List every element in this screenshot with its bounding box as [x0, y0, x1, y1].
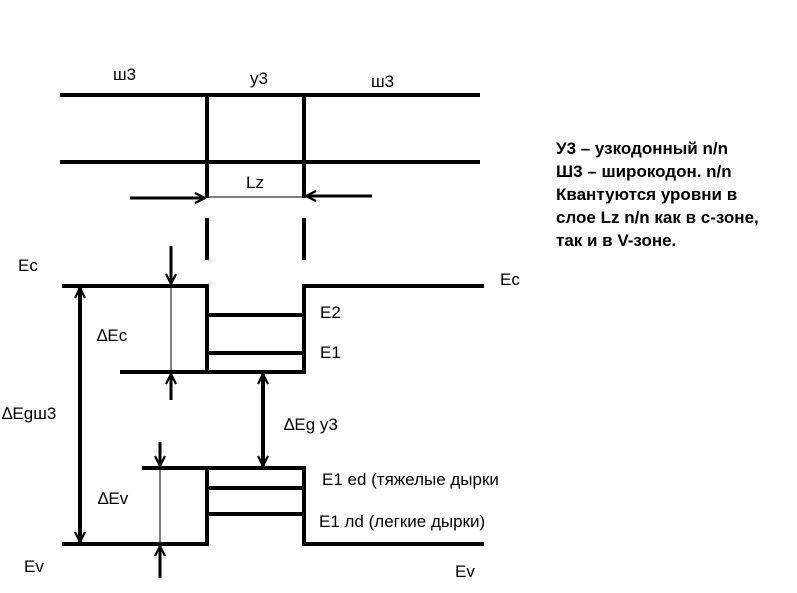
label-right-wide: ш3	[371, 72, 394, 91]
legend-line: Квантуются уровни в	[556, 185, 738, 204]
legend-line: У3 – узкодонный n/n	[556, 139, 728, 158]
label-delta-eg-narrow: ∆Eg у3	[284, 415, 338, 434]
label-lz: Lz	[246, 173, 264, 192]
label-center-narrow: у3	[250, 69, 268, 88]
layer-structure	[60, 93, 480, 260]
label-ev-right: Ev	[455, 562, 475, 581]
label-ec-left: Ec	[18, 256, 38, 275]
legend-note: У3 – узкодонный n/n Ш3 – широкодон. n/n …	[556, 137, 796, 252]
label-delta-ev: ∆Ev	[98, 489, 129, 508]
conduction-band-edge	[62, 284, 484, 374]
conduction-band	[62, 284, 484, 374]
label-left-wide: ш3	[113, 65, 136, 84]
lz-dimension	[130, 196, 372, 198]
label-e1-light: E1 лd (легкие дырки)	[319, 512, 485, 531]
label-ev-left: Ev	[24, 557, 44, 576]
label-e1: E1	[320, 343, 341, 362]
label-ec-right: Ec	[500, 270, 520, 289]
legend-line: слое Lz n/n как в с-зоне,	[556, 208, 759, 227]
label-e1-heavy: E1 ed (тяжелые дырки	[322, 470, 499, 489]
legend-line: Ш3 – широкодон. n/n	[556, 162, 732, 181]
legend-line: так и в V-зоне.	[556, 231, 677, 250]
label-e2: E2	[320, 303, 341, 322]
label-delta-ec: ∆Ec	[97, 326, 128, 345]
label-delta-eg-wide: ∆Egш3	[2, 404, 56, 423]
diagram-labels: ш3 у3 ш3 Lz Ec Ec ∆Ec ∆Egш3 E2 E1 ∆Eg у3…	[2, 65, 520, 581]
valence-band	[62, 466, 484, 546]
valence-band-edge	[62, 466, 484, 546]
